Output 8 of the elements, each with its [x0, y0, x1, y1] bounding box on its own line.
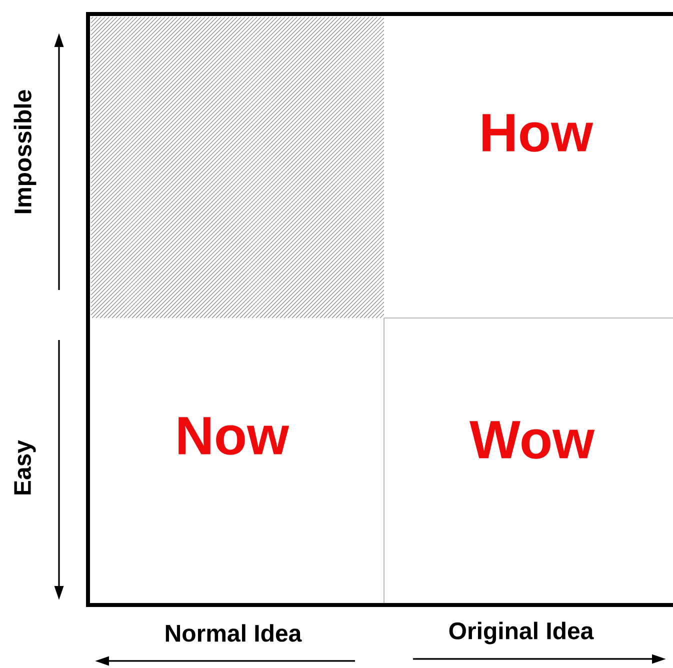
- axis-label: Impossible: [14, 90, 36, 214]
- hatched-box: [90, 16, 384, 318]
- axis-label: Original Idea: [449, 622, 594, 644]
- quadrant-label: How: [482, 114, 594, 152]
- quadrant-label: Wow: [470, 421, 595, 459]
- axis-label: Easy: [14, 440, 36, 494]
- axis-label: Normal Idea: [166, 624, 302, 642]
- quadrant-label: Now: [178, 417, 290, 455]
